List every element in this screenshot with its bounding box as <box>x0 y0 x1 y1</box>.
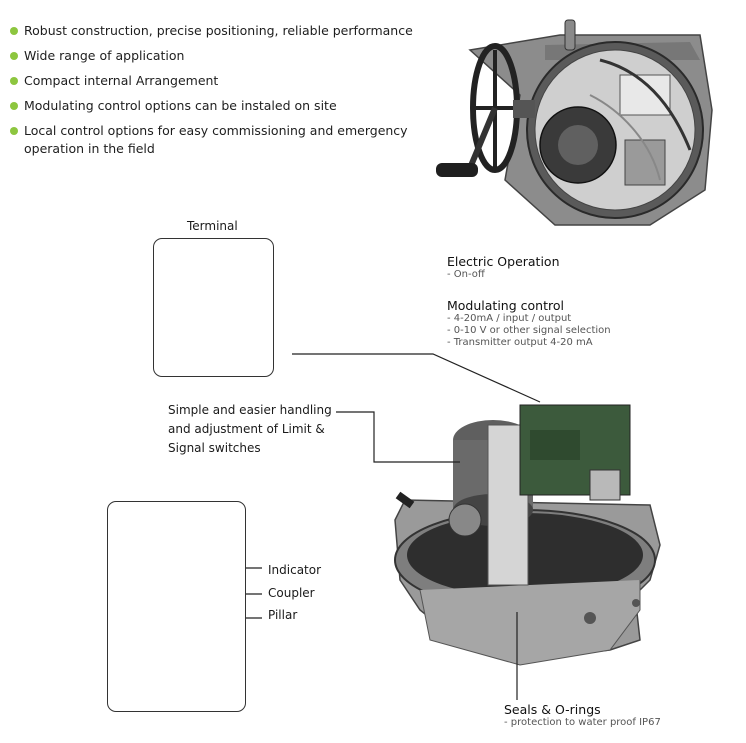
actuator-top-view-image <box>436 19 713 226</box>
bullet-dot-icon <box>10 102 18 110</box>
electric-operation-spec: Electric Operation - On-off <box>447 254 560 281</box>
bullet-dot-icon <box>10 77 18 85</box>
feature-item: Local control options for easy commissio… <box>10 122 430 158</box>
seals-detail: - protection to water proof IP67 <box>504 717 661 728</box>
modulating-control-item: - 0-10 V or other signal selection <box>447 325 611 336</box>
modulating-control-title: Modulating control <box>447 298 564 313</box>
switches-callout-line: and adjustment of Limit & <box>168 422 325 436</box>
coupler-label: Coupler <box>268 586 315 600</box>
actuator-open-view-image <box>394 404 661 666</box>
terminal-label: Terminal <box>187 219 238 233</box>
terminal-frame <box>153 238 274 377</box>
electric-operation-title: Electric Operation <box>447 254 560 269</box>
bullet-dot-icon <box>10 27 18 35</box>
pillar-label: Pillar <box>268 608 298 622</box>
feature-item: Compact internal Arrangement <box>10 72 430 90</box>
electric-operation-item: - On-off <box>447 269 485 280</box>
modulating-control-item: - 4-20mA / input / output <box>447 313 572 324</box>
feature-item: Modulating control options can be instal… <box>10 97 430 115</box>
bullet-dot-icon <box>10 52 18 60</box>
pillar-detail-frame <box>107 501 246 712</box>
feature-item: Robust construction, precise positioning… <box>10 22 430 40</box>
seals-title: Seals & O-rings <box>504 702 601 717</box>
feature-item: Wide range of application <box>10 47 430 65</box>
modulating-control-spec: Modulating control - 4-20mA / input / ou… <box>447 298 611 349</box>
feature-list: Robust construction, precise positioning… <box>10 22 430 165</box>
switches-callout: Simple and easier handling and adjustmen… <box>168 401 332 458</box>
switches-callout-line: Simple and easier handling <box>168 403 332 417</box>
bullet-dot-icon <box>10 127 18 135</box>
seals-spec: Seals & O-rings - protection to water pr… <box>504 702 661 729</box>
modulating-control-item: - Transmitter output 4-20 mA <box>447 337 593 348</box>
indicator-label: Indicator <box>268 563 322 577</box>
switches-callout-line: Signal switches <box>168 441 261 455</box>
